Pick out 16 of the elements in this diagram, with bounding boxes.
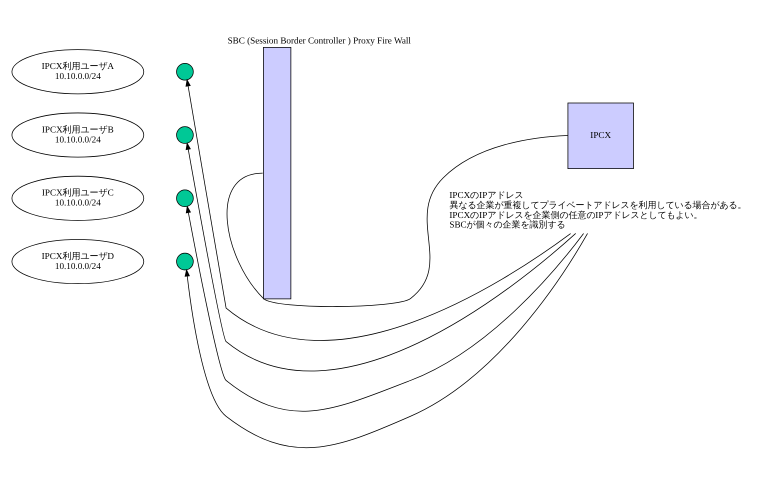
node-ellipse: IPCX利用ユーザA 10.10.0.0/24 [12, 48, 144, 94]
node-box: IPCX [568, 102, 634, 168]
node-ellipse: IPCX利用ユーザD 10.10.0.0/24 [12, 238, 144, 284]
node-label: SBC (Session Border Controller ) Proxy Fire Wall [228, 34, 411, 45]
node-ellipse: IPCX利用ユーザC 10.10.0.0/24 [12, 175, 144, 220]
arrow [184, 232, 588, 448]
node-ellipse: IPCX利用ユーザB 10.10.0.0/24 [12, 112, 144, 158]
arrow [186, 204, 584, 412]
arrow [186, 78, 571, 340]
node-text: IPCXのIPアドレス 異なる企業が重複してプライベートアドレスを利用している場合がある。 IPCXのIPアドレスを企業側の任意のIPアドレスとしてもよい。 SBCが個々の企業を識別する [449, 189, 746, 230]
node-circle [176, 189, 194, 207]
arrow [186, 142, 576, 371]
node-circle [176, 62, 194, 80]
connector [226, 134, 568, 306]
node-circle [176, 126, 194, 144]
node-circle [176, 252, 194, 270]
